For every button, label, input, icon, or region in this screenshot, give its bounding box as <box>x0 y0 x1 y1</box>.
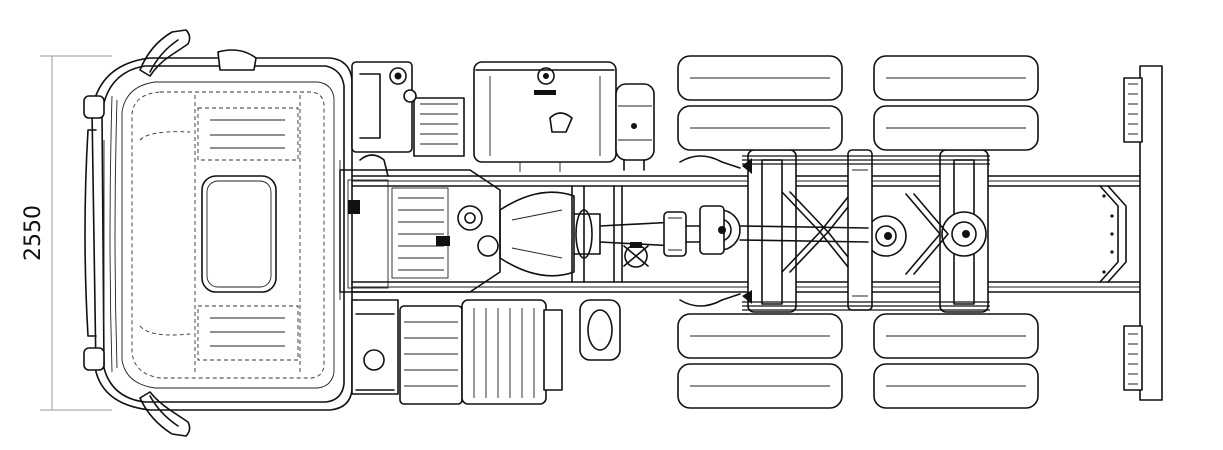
battery-box-bottom <box>351 299 463 405</box>
air-tank-bottom <box>579 299 621 361</box>
width-dimension: 2550 <box>21 55 112 411</box>
propshaft <box>599 211 709 257</box>
tandem-bogie <box>679 149 990 313</box>
fuel-tank <box>473 61 617 172</box>
battery-box-top <box>351 61 465 157</box>
mirror-right <box>139 391 191 437</box>
steps <box>83 95 105 371</box>
adblue-tank <box>461 299 563 405</box>
rear-wheels <box>677 55 1039 409</box>
frame-rails <box>351 175 1141 293</box>
gearbox <box>499 191 601 277</box>
valve-assembly <box>623 242 649 268</box>
engine <box>339 154 501 308</box>
air-tank-top <box>615 83 655 171</box>
width-dimension-label: 2550 <box>21 205 46 261</box>
cab <box>84 57 353 411</box>
mirror-left <box>139 29 257 77</box>
rear-underrun-bar <box>1123 65 1163 401</box>
